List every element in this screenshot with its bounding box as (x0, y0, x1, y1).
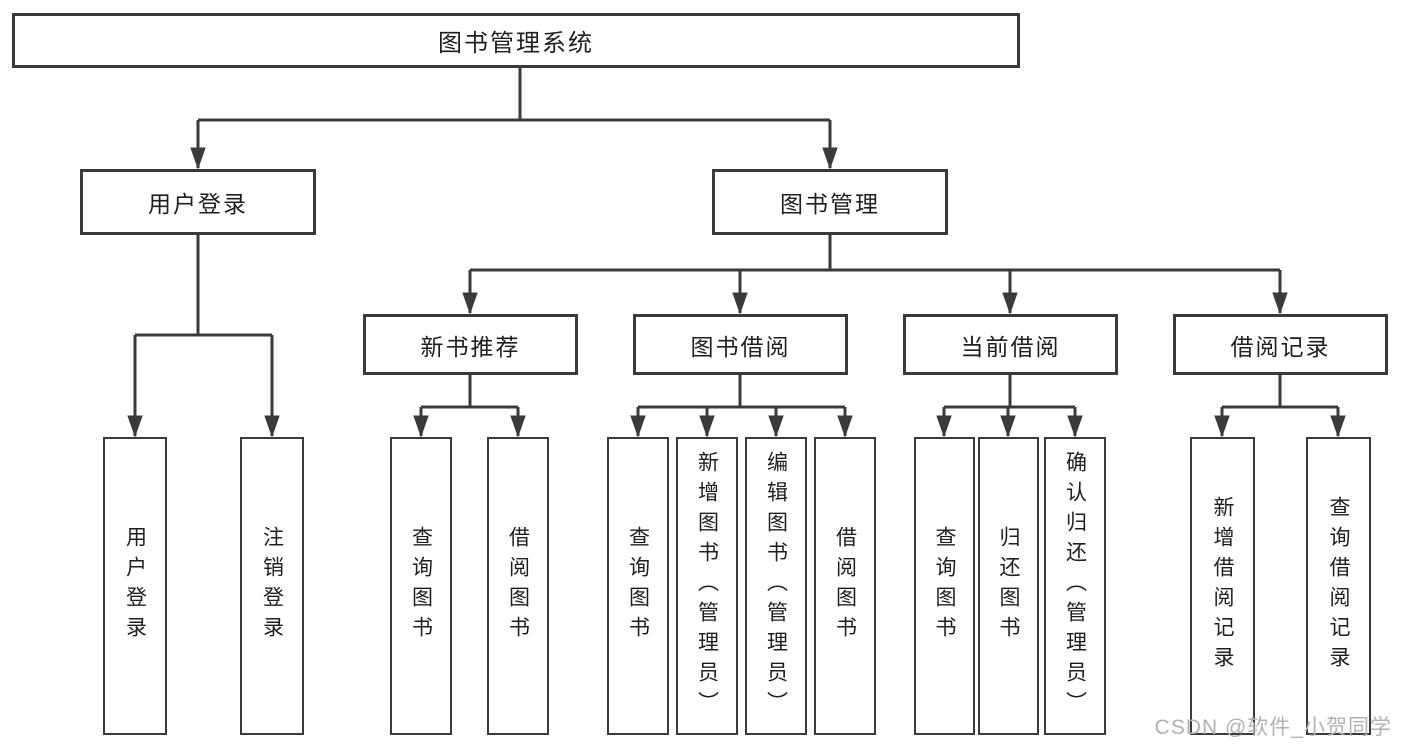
leaf-return-books: 归还图书 (978, 437, 1039, 735)
leaf-borrow-books-recommend: 借阅图书 (487, 437, 549, 735)
node-new-book-recommendation: 新书推荐 (363, 314, 578, 375)
leaf-confirm-return-admin: 确认归还（管理员） (1044, 437, 1106, 735)
leaf-add-books-admin: 新增图书（管理员） (676, 437, 738, 735)
node-user-login-branch: 用户登录 (80, 169, 316, 235)
watermark: CSDN @软件_小贺同学 (1154, 716, 1392, 739)
leaf-query-books-recommend: 查询图书 (390, 437, 452, 735)
leaf-logout: 注销登录 (240, 437, 304, 735)
leaf-edit-books-admin: 编辑图书（管理员） (745, 437, 807, 735)
leaf-add-borrow-record: 新增借阅记录 (1190, 437, 1255, 735)
node-book-borrowing: 图书借阅 (633, 314, 848, 375)
node-current-borrowing: 当前借阅 (903, 314, 1118, 375)
leaf-query-books-current: 查询图书 (914, 437, 975, 735)
node-library-management-system: 图书管理系统 (12, 13, 1020, 68)
connector-lines (135, 68, 1338, 436)
connector-bars (135, 68, 1338, 409)
leaf-query-borrow-record: 查询借阅记录 (1306, 437, 1371, 735)
leaf-user-login: 用户登录 (103, 437, 167, 735)
node-book-management-branch: 图书管理 (712, 169, 948, 235)
leaf-query-books-borrowing: 查询图书 (607, 437, 669, 735)
node-borrowing-records: 借阅记录 (1173, 314, 1388, 375)
leaf-borrow-books: 借阅图书 (814, 437, 876, 735)
